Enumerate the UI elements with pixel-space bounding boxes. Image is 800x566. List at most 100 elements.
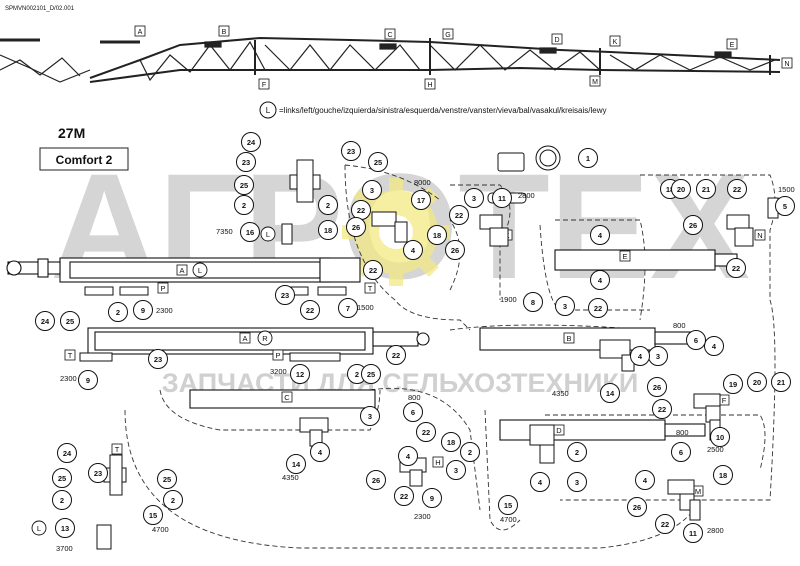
callout-number: 9 bbox=[86, 376, 90, 385]
boom-label-box bbox=[258, 78, 270, 90]
callout-circle bbox=[275, 285, 295, 305]
callout-circle bbox=[726, 258, 746, 278]
callout-circle bbox=[360, 406, 380, 426]
boom-label-box bbox=[609, 35, 621, 47]
callout-circle bbox=[35, 311, 55, 331]
legend: L =links/left/gouche/izquierda/sinistra/… bbox=[259, 101, 607, 119]
callout-circle bbox=[108, 302, 128, 322]
callout-number: 6 bbox=[679, 448, 683, 457]
callout-circle bbox=[460, 442, 480, 462]
callout-circle bbox=[747, 372, 767, 392]
callout-number: 1 bbox=[586, 154, 590, 163]
callout-number: 16 bbox=[246, 228, 254, 237]
callout-number: 22 bbox=[594, 304, 602, 313]
dimension-label: 7350 bbox=[216, 227, 233, 236]
callout-number: 26 bbox=[653, 383, 661, 392]
legend-symbol: L bbox=[266, 106, 271, 115]
callout-number: 22 bbox=[455, 211, 463, 220]
callout-circle bbox=[683, 215, 703, 235]
callout-number: 22 bbox=[306, 306, 314, 315]
callout-circle bbox=[368, 152, 388, 172]
callout-circle bbox=[398, 446, 418, 466]
callout-circle bbox=[588, 298, 608, 318]
callout-number: 22 bbox=[732, 264, 740, 273]
callout-number: 2 bbox=[575, 448, 579, 457]
dimension-label: 4700 bbox=[500, 515, 517, 524]
dimension-label: 800 bbox=[676, 428, 689, 437]
callout-number: 15 bbox=[149, 511, 157, 520]
callout-circle bbox=[143, 505, 163, 525]
dimension-label: 800 bbox=[408, 393, 421, 402]
callout-circle bbox=[727, 179, 747, 199]
callout-number: 4 bbox=[712, 342, 717, 351]
variant-label: Comfort 2 bbox=[56, 153, 113, 167]
callout-circle bbox=[578, 148, 598, 168]
callout-number: 2 bbox=[326, 201, 330, 210]
callout-number: 18 bbox=[324, 226, 332, 235]
callout-number: 9 bbox=[141, 306, 145, 315]
callout-number: 4 bbox=[406, 452, 411, 461]
callout-number: 4 bbox=[318, 448, 323, 457]
callout-circle bbox=[422, 488, 442, 508]
callout-number: 26 bbox=[352, 223, 360, 232]
callout-number: 4 bbox=[638, 352, 643, 361]
callout-number: 21 bbox=[702, 185, 710, 194]
boom-section-label: F bbox=[262, 82, 266, 89]
callout-circle bbox=[318, 195, 338, 215]
callout-number: 26 bbox=[633, 503, 641, 512]
boom-overview bbox=[0, 36, 781, 83]
callout-number: 3 bbox=[370, 186, 374, 195]
callout-circle bbox=[635, 470, 655, 490]
callout-number: 24 bbox=[247, 138, 256, 147]
callout-number: 23 bbox=[154, 355, 162, 364]
callout-number: 19 bbox=[729, 380, 737, 389]
callout-circle bbox=[492, 188, 512, 208]
callout-circle bbox=[363, 260, 383, 280]
callout-circle bbox=[464, 188, 484, 208]
callout-number: 15 bbox=[504, 501, 512, 510]
callout-circle bbox=[234, 175, 254, 195]
callout-number: 3 bbox=[656, 352, 660, 361]
callout-circle bbox=[290, 364, 310, 384]
callout-circle bbox=[723, 374, 743, 394]
boom-section-label: M bbox=[592, 79, 598, 86]
callout-circle bbox=[655, 514, 675, 534]
callout-circle bbox=[590, 225, 610, 245]
callout-number: 4 bbox=[538, 478, 543, 487]
callout-circle bbox=[234, 195, 254, 215]
dimension-label: 3700 bbox=[56, 544, 73, 553]
callout-circle bbox=[60, 311, 80, 331]
callout-circle bbox=[647, 377, 667, 397]
cylinder-label: L bbox=[37, 524, 41, 533]
callout-circle bbox=[52, 490, 72, 510]
callout-circle bbox=[88, 463, 108, 483]
dimension-label: 2300 bbox=[60, 374, 77, 383]
callout-number: 26 bbox=[372, 476, 380, 485]
callout-circle bbox=[498, 495, 518, 515]
boom-label-box bbox=[589, 75, 601, 87]
callout-circle bbox=[386, 345, 406, 365]
callout-number: 20 bbox=[753, 378, 761, 387]
callout-circle bbox=[300, 300, 320, 320]
dimension-label: 2300 bbox=[414, 512, 431, 521]
callout-circle bbox=[362, 180, 382, 200]
boom-section-label: D bbox=[554, 37, 559, 44]
dimension-label: 2800 bbox=[518, 191, 535, 200]
callout-number: 12 bbox=[296, 370, 304, 379]
callout-number: 18 bbox=[719, 471, 727, 480]
callout-number: 18 bbox=[666, 185, 674, 194]
callout-number: 23 bbox=[94, 469, 102, 478]
boom-section-label: A bbox=[138, 29, 143, 36]
cylinder-label: T bbox=[68, 351, 73, 360]
callout-circle bbox=[310, 442, 330, 462]
callout-number: 6 bbox=[411, 408, 415, 417]
callout-circle bbox=[241, 132, 261, 152]
callout-number: 24 bbox=[63, 449, 72, 458]
callout-number: 21 bbox=[777, 378, 785, 387]
boom-section-label: G bbox=[445, 32, 450, 39]
callout-circle bbox=[567, 472, 587, 492]
callout-number: 20 bbox=[677, 185, 685, 194]
boom-section-label: N bbox=[784, 61, 789, 68]
dimension-label: 4350 bbox=[282, 473, 299, 482]
